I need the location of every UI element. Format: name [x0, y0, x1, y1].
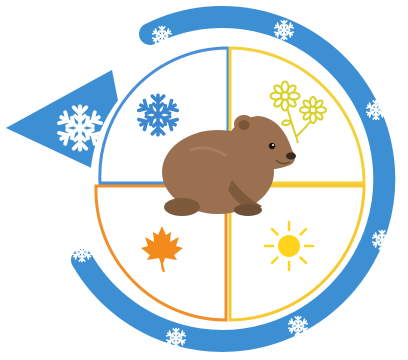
sun-icon: [265, 222, 313, 270]
